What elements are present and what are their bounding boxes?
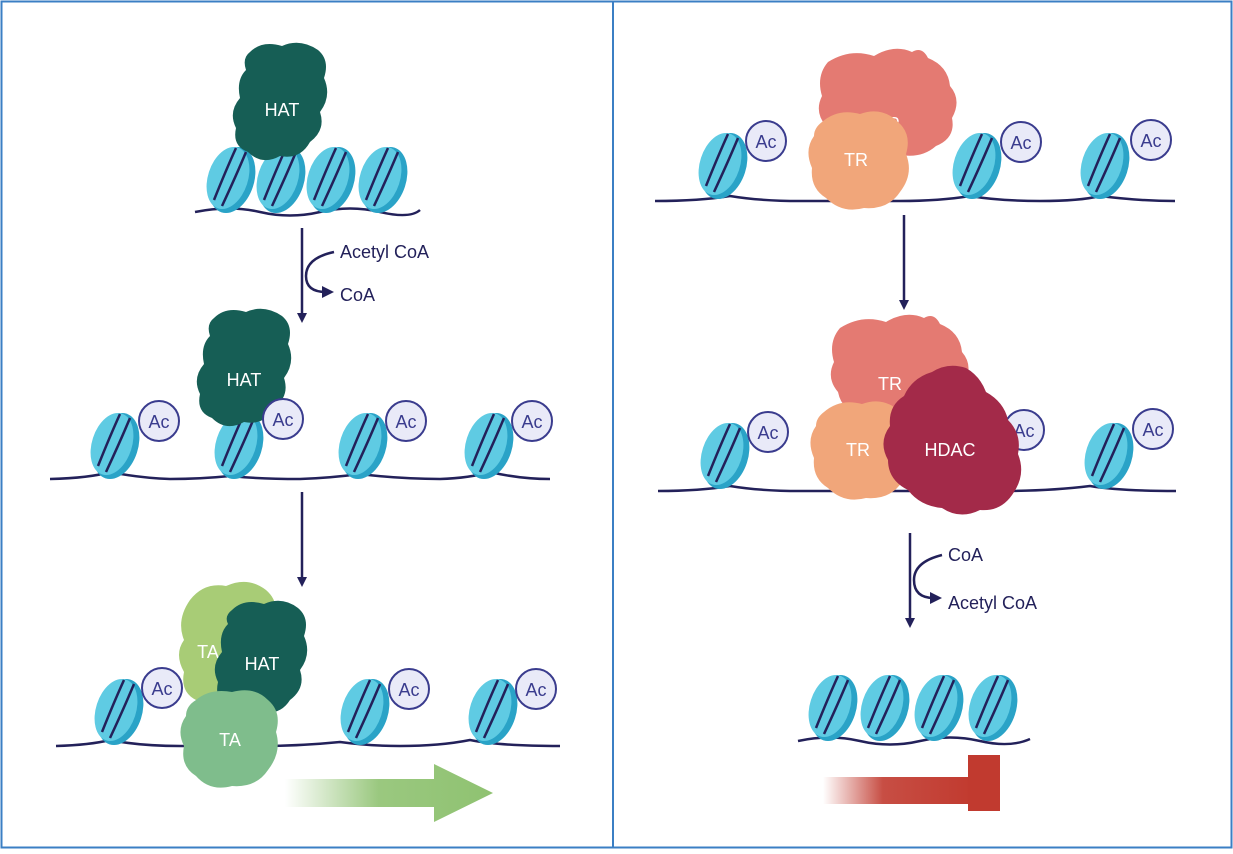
transcription-activation-arrow [285, 764, 493, 822]
ac-tag: Ac [388, 668, 430, 710]
transcription-repression-bar [823, 755, 1000, 811]
svg-text:Ac: Ac [755, 132, 776, 152]
tr-label: TR [844, 150, 868, 170]
right-stage-3 [797, 674, 1031, 811]
coa-label: CoA [948, 545, 983, 565]
ac-tag: Ac [515, 668, 557, 710]
svg-text:Ac: Ac [151, 679, 172, 699]
svg-text:Ac: Ac [1013, 421, 1034, 441]
nucleosome [94, 678, 144, 746]
ac-tag: Ac [745, 120, 787, 162]
ac-tag: Ac [385, 400, 427, 442]
ac-tag: Ac [511, 400, 553, 442]
svg-text:Ac: Ac [521, 412, 542, 432]
acetyl-coa-label: Acetyl CoA [340, 242, 429, 262]
nucleosome [468, 678, 518, 746]
tr-lower-protein: TR [808, 111, 909, 210]
nucleosome [1084, 422, 1134, 490]
hdac-label: HDAC [924, 440, 975, 460]
nucleosome [214, 412, 264, 480]
ac-tag: Ac [262, 398, 304, 440]
svg-text:Ac: Ac [1010, 133, 1031, 153]
ac-tag: Ac [747, 411, 789, 453]
nucleosome [1080, 132, 1130, 200]
svg-text:Ac: Ac [757, 423, 778, 443]
nucleosome [306, 146, 356, 214]
ta-label: TA [197, 642, 219, 662]
hat-label: HAT [245, 654, 280, 674]
acetyl-coa-label: Acetyl CoA [948, 593, 1037, 613]
nucleosome [700, 422, 750, 490]
nucleosome [206, 146, 256, 214]
ac-tag: Ac [1000, 121, 1042, 163]
left-stage-3: Ac Ac Ac TA HAT TA [55, 581, 561, 822]
tr-label: TR [878, 374, 902, 394]
left-panel-activation: HAT Acetyl CoA CoA Ac Ac Ac HAT Ac [49, 42, 561, 822]
nucleosome [698, 132, 748, 200]
ac-tag: Ac [1130, 119, 1172, 161]
nucleosome [860, 674, 910, 742]
hat-enzyme: HAT [214, 600, 308, 715]
hat-label: HAT [265, 100, 300, 120]
right-panel-repression: Ac Ac Ac TR TR Ac Ac Ac [654, 48, 1177, 811]
dna-strand [194, 207, 421, 217]
nucleosome [358, 146, 408, 214]
nucleosome [968, 674, 1018, 742]
nucleosome [90, 412, 140, 480]
right-arrow-2: CoA Acetyl CoA [905, 533, 1037, 628]
right-stage-1: Ac Ac Ac TR TR [654, 48, 1176, 210]
nucleosome [340, 678, 390, 746]
svg-text:Ac: Ac [272, 410, 293, 430]
left-arrow-1: Acetyl CoA CoA [297, 228, 429, 323]
ac-tag: Ac [138, 400, 180, 442]
dna-strand [797, 736, 1031, 746]
nucleosome [464, 412, 514, 480]
hat-enzyme: HAT [232, 42, 328, 161]
nucleosome [914, 674, 964, 742]
ac-tag: Ac [1132, 408, 1174, 450]
svg-text:Ac: Ac [1142, 420, 1163, 440]
left-stage-2: Ac Ac Ac HAT Ac [49, 308, 553, 481]
nucleosome [808, 674, 858, 742]
coa-label: CoA [340, 285, 375, 305]
nucleosome [952, 132, 1002, 200]
hdac-enzyme: HDAC [883, 365, 1022, 515]
left-stage-1: HAT [194, 42, 421, 217]
svg-text:Ac: Ac [395, 412, 416, 432]
svg-text:Ac: Ac [525, 680, 546, 700]
ta-label: TA [219, 730, 241, 750]
tr-label: TR [846, 440, 870, 460]
svg-text:Ac: Ac [148, 412, 169, 432]
hat-label: HAT [227, 370, 262, 390]
ta-lower-protein: TA [180, 690, 278, 788]
nucleosome [338, 412, 388, 480]
svg-text:Ac: Ac [398, 680, 419, 700]
hat-enzyme: HAT [196, 308, 292, 427]
svg-text:Ac: Ac [1140, 131, 1161, 151]
tr-lower-protein: TR [810, 401, 911, 500]
nucleosome [256, 146, 306, 214]
right-stage-2: Ac Ac Ac TR TR HDAC [657, 314, 1177, 515]
ac-tag: Ac [141, 667, 183, 709]
